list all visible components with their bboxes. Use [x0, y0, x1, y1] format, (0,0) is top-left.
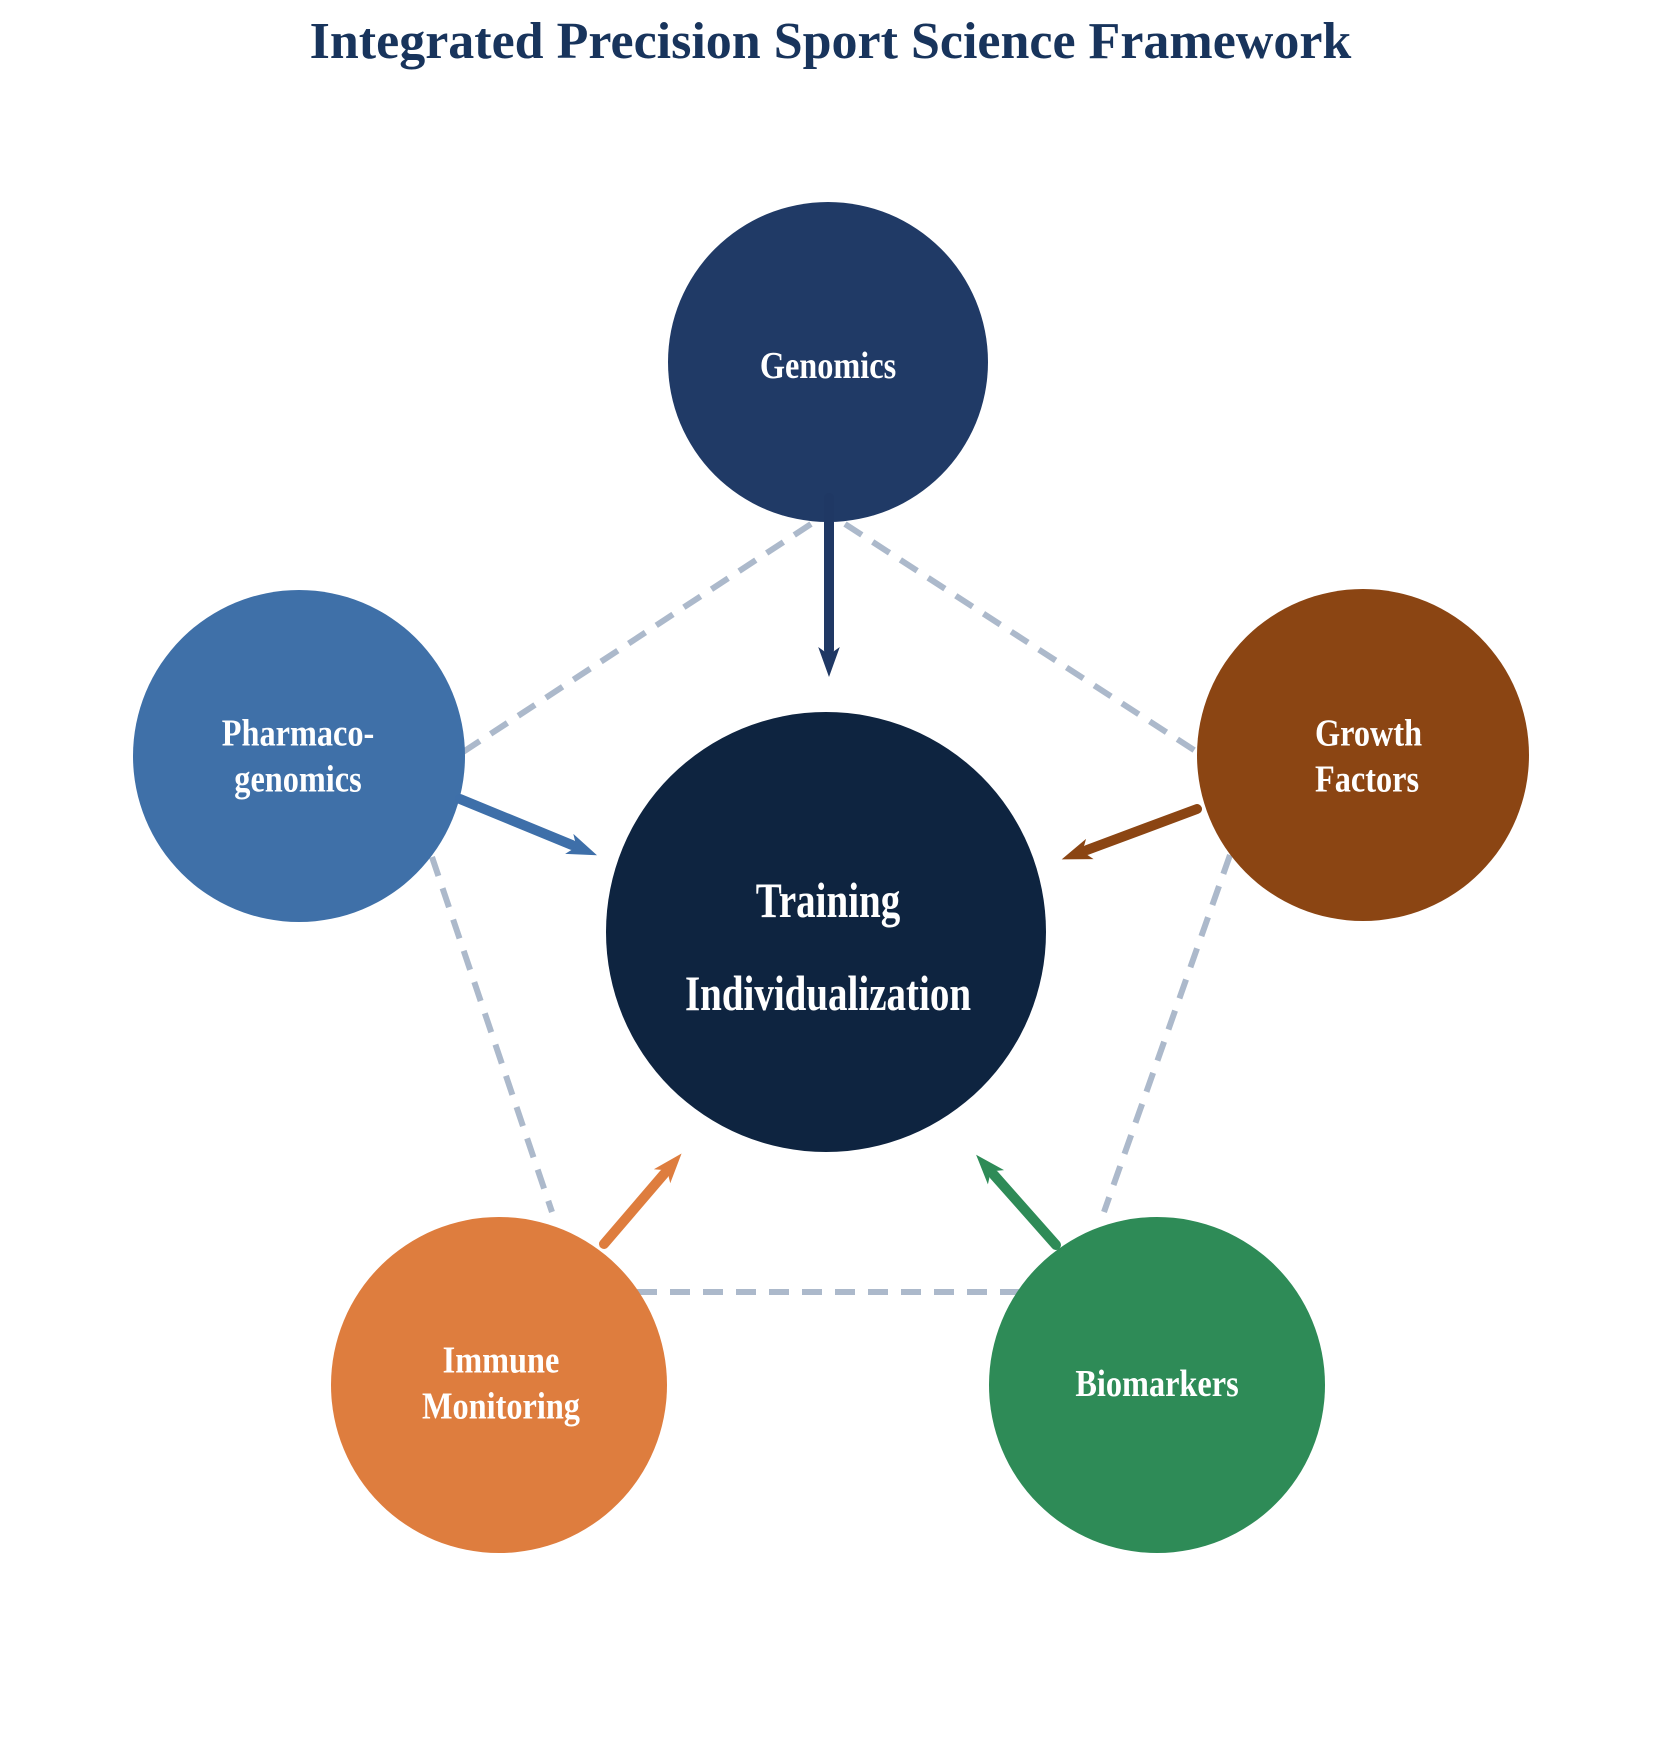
node-biomarkers-label: Biomarkers — [1075, 1362, 1239, 1405]
arrow-growth-factors-to-center — [1061, 804, 1202, 860]
node-immune-monitoring-circle — [331, 1217, 667, 1553]
diagram-title: Integrated Precision Sport Science Frame… — [309, 13, 1352, 70]
node-biomarkers-circle — [989, 1217, 1325, 1553]
node-pharmacogenomics-circle — [133, 590, 465, 922]
arrow-biomarkers-to-center — [976, 1154, 1061, 1250]
connector-pharmacogenomics-immune-monitoring — [429, 856, 555, 1213]
node-growth-factors-circle — [1197, 589, 1529, 921]
node-pharmacogenomics-label: Pharmaco- genomics — [221, 712, 375, 801]
node-genomics-circle — [668, 202, 988, 522]
arrow-pharmacogenomics-to-center — [455, 794, 597, 856]
node-growth-factors-label: Growth Factors — [1315, 712, 1423, 801]
center-node-label-training: Training — [755, 872, 901, 928]
connector-growth-factors-biomarkers — [1101, 854, 1233, 1213]
node-genomics-label: Genomics — [759, 344, 897, 387]
arrow-immune-monitoring-to-center — [599, 1153, 682, 1249]
connector-genomics-pharmacogenomics — [461, 521, 813, 755]
connector-genomics-growth-factors — [843, 521, 1199, 755]
node-immune-monitoring-label: Immune Monitoring — [422, 1339, 580, 1428]
center-node-label-individualization: Individualization — [684, 965, 972, 1021]
center-node-circle — [606, 712, 1046, 1152]
